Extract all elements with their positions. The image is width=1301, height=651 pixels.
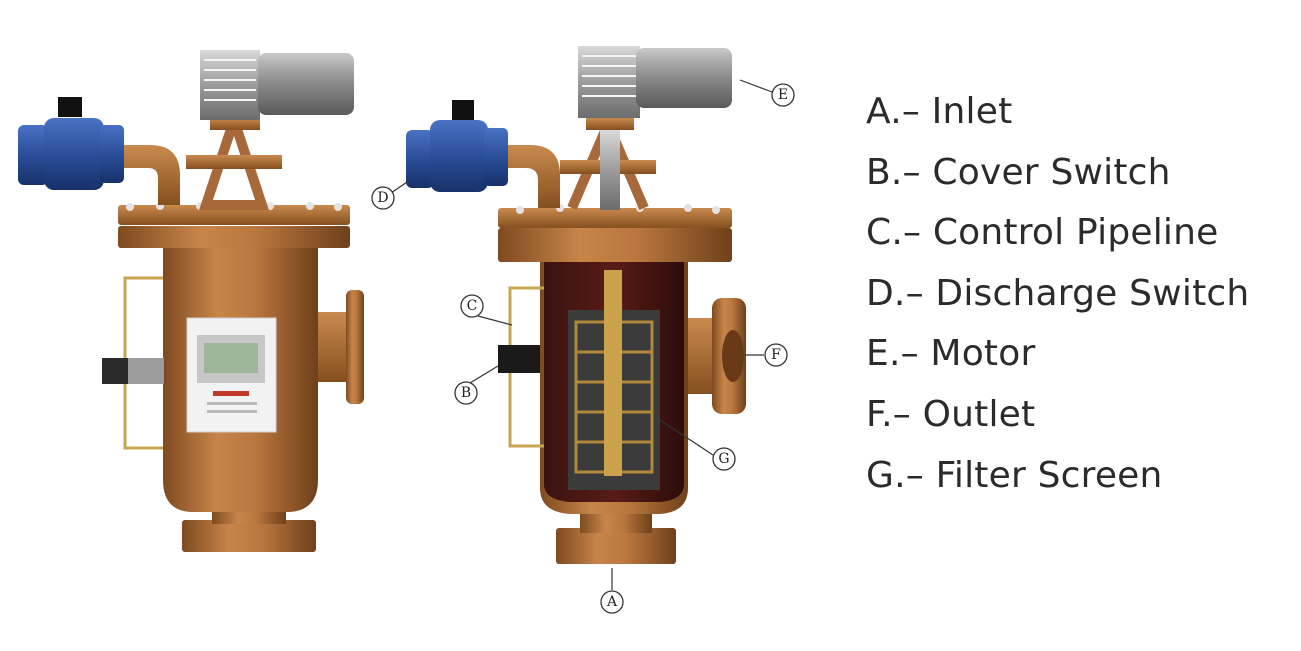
callout-f: F <box>771 347 781 363</box>
legend-item-cover-switch: B.– Cover Switch <box>866 151 1171 193</box>
callout-e: E <box>778 87 788 103</box>
legend-item-filter-screen: G.– Filter Screen <box>866 454 1163 496</box>
legend-item-control-pipeline: C.– Control Pipeline <box>866 212 1219 254</box>
callout-g: G <box>718 451 729 467</box>
legend-item-outlet: F.– Outlet <box>866 393 1036 435</box>
outlet-flange <box>346 290 364 404</box>
legend-item-motor: E.– Motor <box>866 333 1036 375</box>
bottom-flange-cutaway <box>556 528 676 564</box>
callout-c: C <box>467 298 478 314</box>
brush-shaft <box>604 270 622 476</box>
top-flange-cutaway <box>498 208 732 228</box>
motor-cutaway <box>636 48 732 108</box>
motor <box>258 53 354 115</box>
legend-item-discharge-switch: D.– Discharge Switch <box>866 272 1250 314</box>
callout-b: B <box>461 385 471 401</box>
legend: A.– Inlet B.– Cover Switch C.– Control P… <box>866 82 1249 506</box>
panel-screen <box>204 343 258 373</box>
motor-heatsink <box>200 50 260 120</box>
filter-cutaway <box>406 46 746 564</box>
discharge-valve <box>406 130 434 188</box>
legend-item-inlet: A.– Inlet <box>866 91 1013 132</box>
callout-a: A <box>606 594 618 610</box>
inlet-pipe <box>108 145 180 205</box>
valve <box>18 125 48 185</box>
bottom-flange <box>182 520 316 552</box>
callout-d: D <box>377 190 388 206</box>
cover-switch <box>498 345 540 373</box>
filter-exterior <box>18 50 364 552</box>
top-flange <box>118 205 350 225</box>
